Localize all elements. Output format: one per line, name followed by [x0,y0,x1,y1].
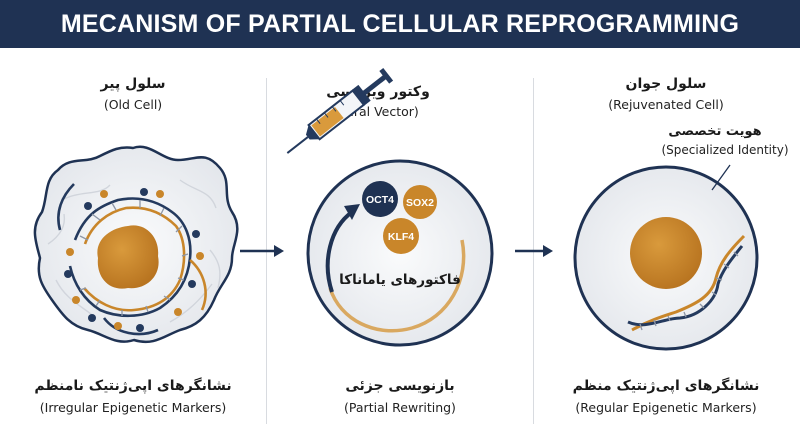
partial-rewriting-caption-en: (Partial Rewriting) [344,400,456,415]
factor-label: OCT4 [366,194,394,206]
yamanaka-factors-label: فاکتورهای یاماناکا [339,272,461,288]
page-title: MECANISM OF PARTIAL CELLULAR REPROGRAMMI… [60,10,740,38]
factor-klf4 [383,218,419,254]
factor-oct4 [362,181,398,217]
young-cell [573,164,759,351]
dna-icon [57,183,207,336]
arrow-right-icon [515,245,553,257]
old-cell-nucleus [97,225,159,289]
specialized-identity-en: (Specialized Identity) [661,143,789,157]
young-cell-title-en: (Rejuvenated Cell) [608,97,724,112]
header-bar: MECANISM OF PARTIAL CELLULAR REPROGRAMMI… [0,0,800,48]
arrow-right-icon [240,245,284,257]
old-cell-title-fa: سلول پیر [100,76,166,92]
old-cell-caption-en: (Irregular Epigenetic Markers) [39,400,227,415]
factor-label: SOX2 [406,197,434,209]
epigenetic-markers [64,188,204,332]
syringe-icon [286,67,394,154]
old-cell-title-en: (Old Cell) [103,97,163,112]
specialized-identity-fa: هویت تخصصی [668,124,762,139]
reprogramming-cell: OCT4 SOX2 KLF4 [306,159,494,347]
circular-arrow-icon [325,204,466,333]
young-cell-caption-fa: نشانگرهای اپی‌ژنتیک منظم [572,378,760,394]
factor-label: KLF4 [388,231,414,243]
factor-sox2 [403,185,437,219]
old-cell-caption-fa: نشانگرهای اپی‌ژنتیک نامنظم [34,378,232,394]
young-cell-nucleus [630,217,702,289]
young-cell-title-fa: سلول جوان [625,76,707,92]
partial-rewriting-caption-fa: بازنویسی جزئی [345,378,455,394]
old-cell [33,145,239,344]
young-cell-caption-en: (Regular Epigenetic Markers) [575,400,757,415]
identity-pointer [711,164,731,191]
